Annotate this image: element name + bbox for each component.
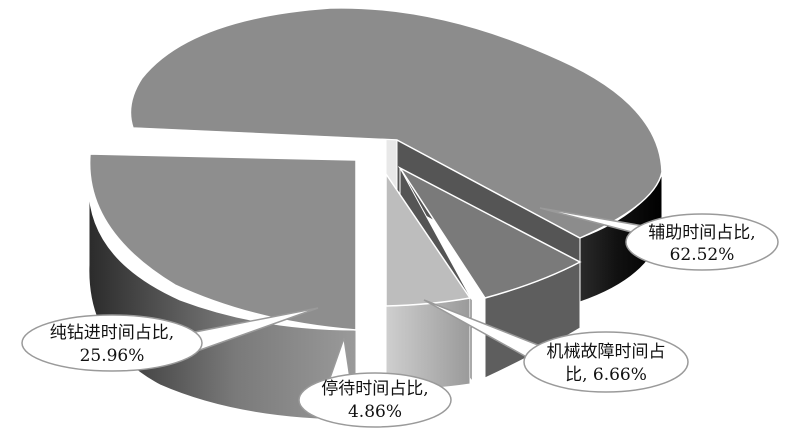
callout-assist: 辅助时间占比, 62.52% <box>539 207 779 271</box>
callout-standby: 停待时间占比, 4.86% <box>298 337 452 428</box>
callout-mechanical-bubble <box>523 331 689 393</box>
slice-drilling <box>88 153 357 421</box>
callout-standby-bubble <box>298 372 452 428</box>
callout-drilling-line2: 25.96% <box>80 346 145 366</box>
callout-assist-line1: 辅助时间占比, <box>648 223 755 243</box>
callout-assist-line2: 62.52% <box>670 245 735 265</box>
callout-mechanical: 机械故障时间占 比, 6.66% <box>423 299 689 393</box>
callout-standby-line2: 4.86% <box>348 402 402 422</box>
callout-mechanical-line1: 机械故障时间占 <box>547 342 666 362</box>
callout-drilling-bubble <box>21 314 203 372</box>
callout-assist-bubble <box>625 213 779 271</box>
slice-mechanical-top <box>397 166 582 299</box>
slice-drilling-top <box>88 153 357 331</box>
callout-standby-line1: 停待时间占比, <box>321 379 428 399</box>
callout-drilling-line1: 纯钻进时间占比, <box>50 323 174 343</box>
slice-assist-top <box>129 7 663 239</box>
callout-mechanical-line2: 比, 6.66% <box>565 365 647 385</box>
callout-drilling: 纯钻进时间占比, 25.96% <box>21 307 319 372</box>
slice-standby <box>385 171 472 391</box>
